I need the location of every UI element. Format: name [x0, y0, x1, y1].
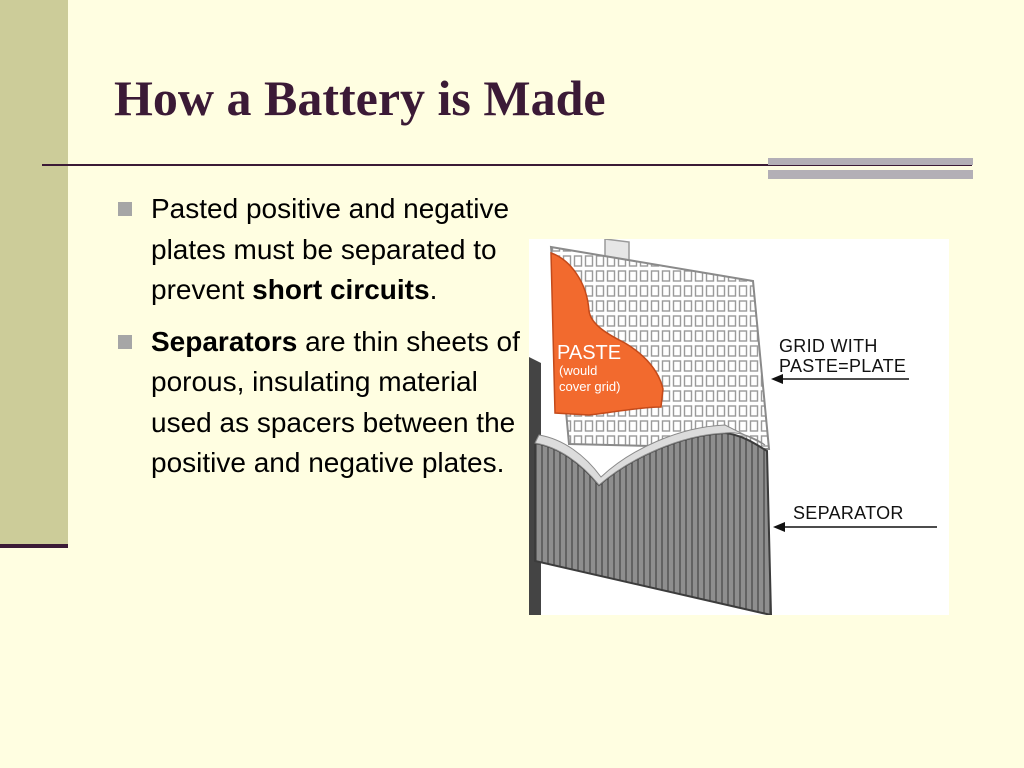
left-accent-rule: [0, 544, 68, 548]
battery-plate-diagram: PASTE (would cover grid) GRID WITH PASTE…: [529, 239, 949, 615]
bullet-list: Pasted positive and negative plates must…: [118, 189, 523, 495]
bullet-text-2-run-2: are thin sheets of porous, insulating ma…: [151, 325, 520, 479]
grid-label-line-1: GRID WITH: [779, 336, 878, 356]
separator-sheet: [534, 424, 773, 615]
paste-label: PASTE: [557, 342, 622, 364]
bullet-item-2: Separators are thin sheets of porous, in…: [118, 322, 523, 484]
left-accent-band: [0, 0, 68, 547]
separator-arrow: [773, 522, 937, 532]
slide-title: How a Battery is Made: [114, 70, 606, 126]
separator-label: SEPARATOR: [793, 503, 904, 523]
plate-illustration: [529, 239, 937, 615]
bullet-text-2-run-1: Separators: [151, 325, 298, 357]
square-bullet-icon: [118, 202, 132, 216]
bullet-text-1-run-1: Pasted positive and negative plates must…: [151, 193, 510, 305]
paste-sheet: [550, 251, 664, 416]
paste-note: (would cover grid): [559, 363, 620, 395]
grid-label-line-2: PASTE=PLATE: [779, 356, 907, 376]
paste-note-line-2: cover grid): [559, 379, 621, 394]
bullet-text-1-run-2: short circuits: [252, 274, 430, 305]
bullet-item-1: Pasted positive and negative plates must…: [118, 189, 523, 311]
bullet-text-1-run-3: .: [429, 274, 438, 305]
title-divider-accent-top: [768, 158, 973, 165]
title-divider: [42, 164, 972, 166]
grid-arrow: [771, 374, 909, 384]
title-divider-accent-bottom: [768, 170, 973, 179]
square-bullet-icon: [118, 334, 132, 349]
paste-note-line-1: (would: [559, 363, 598, 378]
